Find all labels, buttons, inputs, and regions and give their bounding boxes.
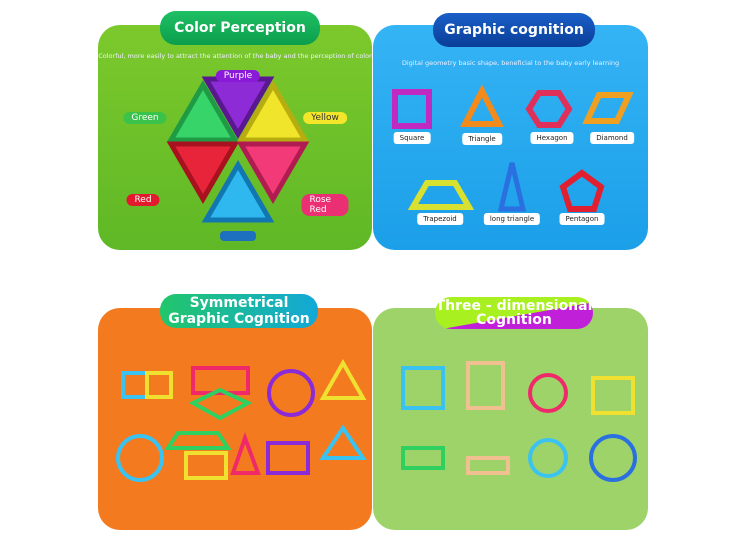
label-rose-red: Rose Red bbox=[301, 194, 349, 216]
three-dimensional-title-line2: Cognition bbox=[476, 312, 552, 328]
shape-label-diamond: Diamond bbox=[590, 132, 634, 144]
3d-builds-image bbox=[401, 361, 637, 482]
shape-label-long-triangle: long triangle bbox=[483, 213, 541, 225]
three-dimensional-title: Three - dimensional Cognition bbox=[435, 297, 593, 329]
label-green: Green bbox=[123, 112, 167, 124]
symmetrical-title-line1: Symmetrical bbox=[189, 295, 289, 311]
color-perception-panel: Colorful, more easily to attract the att… bbox=[98, 25, 372, 250]
graphic-cognition-title: Graphic cognition bbox=[433, 13, 595, 47]
symmetrical-title: Symmetrical Graphic Cognition bbox=[160, 294, 318, 328]
label-yellow: Yellow bbox=[303, 112, 347, 124]
color-perception-subtitle: Colorful, more easily to attract the att… bbox=[98, 52, 372, 60]
color-perception-title: Color Perception bbox=[160, 11, 320, 45]
shape-label-square: Square bbox=[393, 132, 431, 144]
label-red: Red bbox=[126, 194, 160, 206]
triangle-hexagon-image bbox=[166, 76, 310, 241]
symmetrical-title-line2: Graphic Cognition bbox=[168, 311, 310, 327]
shape-label-hexagon: Hexagon bbox=[530, 132, 574, 144]
shapes-image bbox=[392, 84, 634, 212]
three-dimensional-title-line1: Three - dimensional bbox=[435, 298, 593, 314]
graphic-cognition-panel: Digital geometry basic shape, beneficial… bbox=[373, 25, 648, 250]
graphic-cognition-subtitle: Digital geometry basic shape, beneficial… bbox=[401, 59, 620, 67]
symmetrical-panel bbox=[98, 308, 372, 530]
three-dimensional-panel bbox=[373, 308, 648, 530]
symmetrical-shapes-image bbox=[116, 358, 367, 482]
shape-label-triangle: Triangle bbox=[462, 133, 502, 145]
shape-label-pentagon: Pentagon bbox=[559, 213, 605, 225]
shape-label-trapezoid: Trapezoid bbox=[417, 213, 463, 225]
label-purple: Purple bbox=[215, 70, 261, 82]
